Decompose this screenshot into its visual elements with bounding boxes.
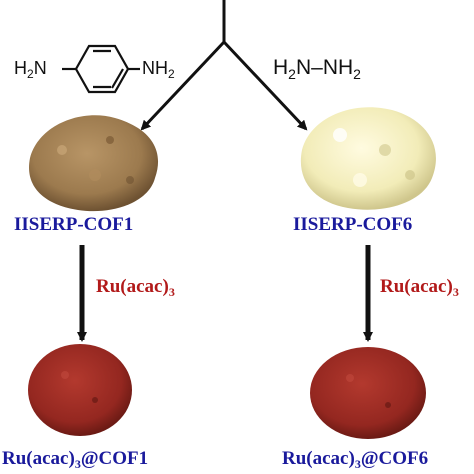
cof6-name: IISERP-COF6: [293, 214, 413, 235]
branch-right-arrow: [222, 40, 308, 131]
amine-left-sub: 2: [27, 67, 34, 81]
ru-cof1-label: Ru(acac)3@COF1: [2, 448, 148, 472]
reagent-left-main: Ru(acac): [96, 276, 169, 297]
ru-cof1-suffix: @COF1: [80, 448, 149, 469]
ru-cof1-prefix: Ru(acac): [2, 448, 75, 469]
reagent-right-sub: 3: [452, 285, 459, 299]
reagent-right-main: Ru(acac): [380, 276, 453, 297]
amine-right-nh: NH: [142, 58, 168, 78]
hydrazine-sub2: 2: [353, 66, 361, 82]
ru-cof6-suffix: @COF6: [360, 448, 429, 469]
ru-cof6-prefix: Ru(acac): [282, 448, 355, 469]
amine-right-sub: 2: [168, 67, 175, 81]
amine-right-label: NH2: [142, 58, 175, 81]
reagent-left-sub: 3: [168, 285, 175, 299]
ru-cof6-sub: 3: [354, 457, 361, 471]
cof1-name: IISERP-COF1: [14, 214, 134, 235]
cof1-powder: [29, 115, 159, 212]
hydrazine-label: H2N–NH2: [273, 56, 361, 82]
ru-cof6-powder: [310, 347, 426, 439]
ru-cof1-sub: 3: [74, 457, 81, 471]
amine-left-h: H: [14, 58, 27, 78]
hydrazine-nnh: N–NH: [295, 56, 354, 79]
reagent-left-label: Ru(acac)3: [96, 276, 175, 300]
benzene-ring: [74, 44, 130, 94]
reagent-right-label: Ru(acac)3: [380, 276, 459, 300]
amine-left-n: N: [33, 58, 47, 78]
branch-left-arrow: [140, 40, 226, 131]
hydrazine-h: H: [273, 56, 289, 79]
cof6-powder: [300, 107, 436, 210]
ru-cof1-powder: [28, 344, 132, 436]
ru-cof6-label: Ru(acac)3@COF6: [282, 448, 428, 472]
amine-left-label: H2N: [14, 58, 47, 81]
hydrazine-sub1: 2: [288, 66, 296, 82]
